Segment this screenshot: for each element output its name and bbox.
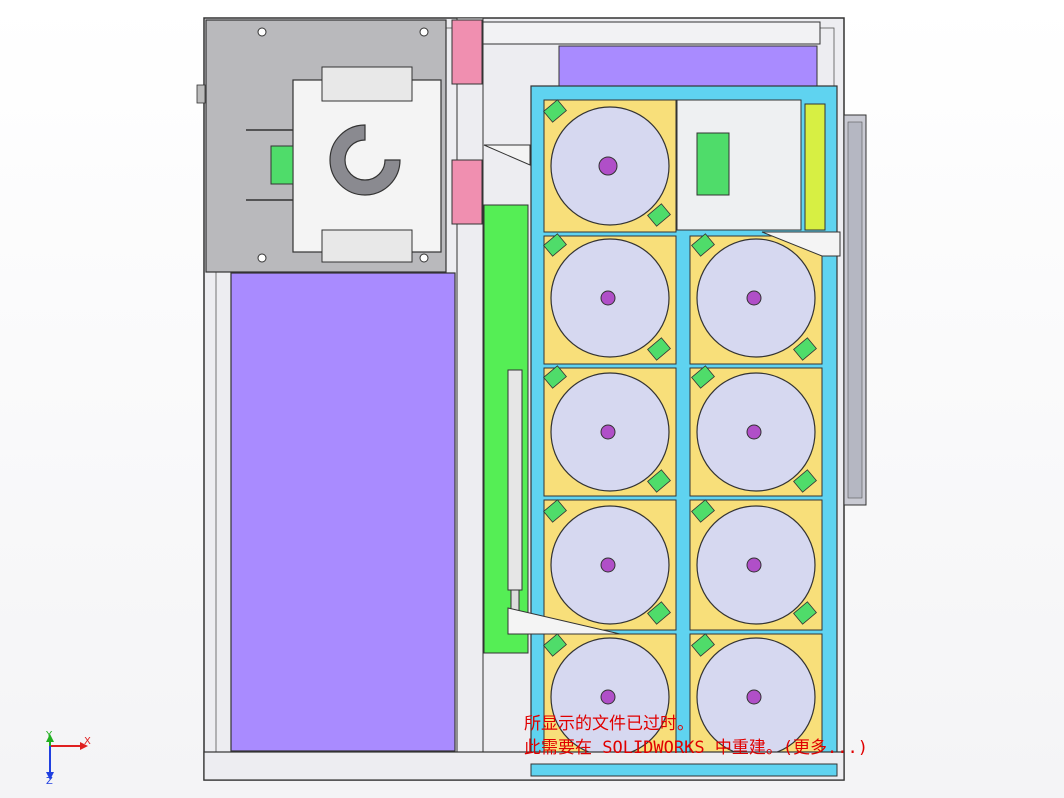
tray-clip	[543, 233, 567, 257]
pink-block-top	[451, 19, 483, 85]
tray-clip	[647, 469, 671, 493]
carriage-slot-bottom	[321, 229, 413, 263]
plate-screw-3	[257, 253, 267, 263]
disc-hub	[600, 557, 616, 573]
upper-right-mechanism	[676, 99, 802, 231]
purple-top-strip	[558, 45, 818, 87]
triad-x-arrow	[80, 742, 88, 750]
tray-clip	[543, 499, 567, 523]
disc-hub	[598, 156, 618, 176]
c-ring-clamp	[329, 124, 401, 196]
top-cross-bar	[482, 21, 821, 45]
side-bracket-inner	[847, 121, 863, 499]
plate-screw-4	[419, 253, 429, 263]
tray-clip	[793, 337, 817, 361]
cyan-bottom-rail	[530, 763, 838, 777]
pusher-plate-top	[483, 144, 531, 166]
tray-clip	[691, 499, 715, 523]
pink-block-mid	[451, 159, 483, 225]
tray-clip	[691, 365, 715, 389]
tray-clip	[543, 365, 567, 389]
tray-clip	[647, 337, 671, 361]
triad-x-label: X	[84, 736, 91, 747]
disc-trays	[543, 99, 823, 765]
green-control-board	[696, 132, 730, 196]
cylinder-body	[507, 369, 523, 591]
white-carriage	[292, 79, 442, 253]
triad-y-label: Y	[46, 730, 53, 741]
tray-clips	[543, 99, 817, 657]
disc-hub	[746, 689, 762, 705]
plate-screw-1	[257, 27, 267, 37]
disc-hub	[600, 290, 616, 306]
rebuild-warning-line1: 所显示的文件已过时。	[524, 714, 694, 734]
disc-hub	[600, 424, 616, 440]
left-knob	[196, 84, 206, 104]
tray-clip	[543, 633, 567, 657]
tray-clip	[793, 469, 817, 493]
tray-clip	[647, 601, 671, 625]
rebuild-warning-line2[interactable]: 此需要在 SOLIDWORKS 中重建。(更多...)	[524, 738, 868, 758]
tray-clip	[543, 99, 567, 123]
tray-clip	[793, 601, 817, 625]
pusher-plate-right	[761, 231, 841, 257]
triad-z-arrow	[46, 772, 54, 780]
disc-hub	[746, 290, 762, 306]
purple-cover-panel	[230, 272, 456, 752]
green-sensor-left	[270, 145, 294, 185]
carriage-slot-top	[321, 66, 413, 102]
yellow-side-bar	[804, 103, 826, 231]
tray-clip	[647, 203, 671, 227]
reference-triad	[46, 734, 88, 780]
pusher-plate-bottom	[507, 607, 621, 635]
disc-hub	[746, 424, 762, 440]
tray-clip	[691, 633, 715, 657]
triad-z-label: Z	[46, 776, 53, 787]
disc-hub	[746, 557, 762, 573]
disc-hub	[600, 689, 616, 705]
tray-clip	[691, 233, 715, 257]
triad-y-arrow	[46, 734, 54, 742]
vertical-column	[456, 17, 484, 781]
plate-screw-2	[419, 27, 429, 37]
